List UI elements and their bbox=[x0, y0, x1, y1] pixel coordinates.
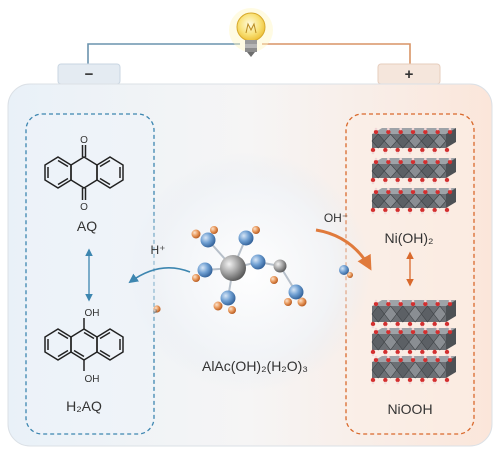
positive-terminal-label: + bbox=[405, 66, 414, 83]
lightbulb-icon bbox=[229, 8, 273, 57]
nickel-oxyhydroxide-layer bbox=[370, 327, 456, 357]
hydroxide-sphere bbox=[339, 265, 353, 278]
nickel-hydroxide-layer bbox=[370, 187, 456, 215]
h2aq-hydroxyl-top: OH bbox=[85, 308, 100, 319]
aq-oxygen-bottom: O bbox=[80, 202, 88, 213]
nickel-hydroxide-label: Ni(OH)₂ bbox=[385, 230, 434, 246]
nickel-hydroxide-structure bbox=[370, 127, 456, 215]
negative-terminal: − bbox=[57, 63, 121, 85]
electrolyte-label: AlAc(OH)₂(H₂O)₃ bbox=[202, 358, 308, 374]
proton-label: H⁺ bbox=[151, 243, 166, 257]
nickel-oxyhydroxide-layer bbox=[370, 355, 456, 385]
aq-molecule bbox=[44, 145, 124, 200]
hydroxide-arrow bbox=[315, 228, 372, 271]
proton-sphere bbox=[153, 305, 161, 313]
external-circuit bbox=[87, 43, 411, 66]
positive-terminal: + bbox=[377, 63, 441, 85]
hydroxide-label: OH⁻ bbox=[324, 211, 348, 225]
nickel-oxyhydroxide-structure bbox=[370, 299, 456, 385]
aq-label: AQ bbox=[77, 218, 97, 234]
h2aq-label: H₂AQ bbox=[66, 398, 102, 414]
negative-terminal-label: − bbox=[85, 66, 94, 83]
nickel-oxyhydroxide-label: NiOOH bbox=[387, 401, 432, 417]
aq-oxygen-top: O bbox=[80, 135, 88, 146]
h2aq-hydroxyl-bottom: OH bbox=[85, 374, 100, 385]
electrolyte-glow bbox=[130, 152, 370, 392]
proton-arrow bbox=[128, 266, 191, 284]
electrolyte-complex bbox=[191, 226, 307, 314]
nickel-hydroxide-layer bbox=[370, 157, 456, 185]
nickel-oxyhydroxide-layer bbox=[370, 299, 456, 329]
nickel-hydroxide-layer bbox=[370, 127, 456, 155]
h2aq-molecule bbox=[44, 318, 124, 371]
